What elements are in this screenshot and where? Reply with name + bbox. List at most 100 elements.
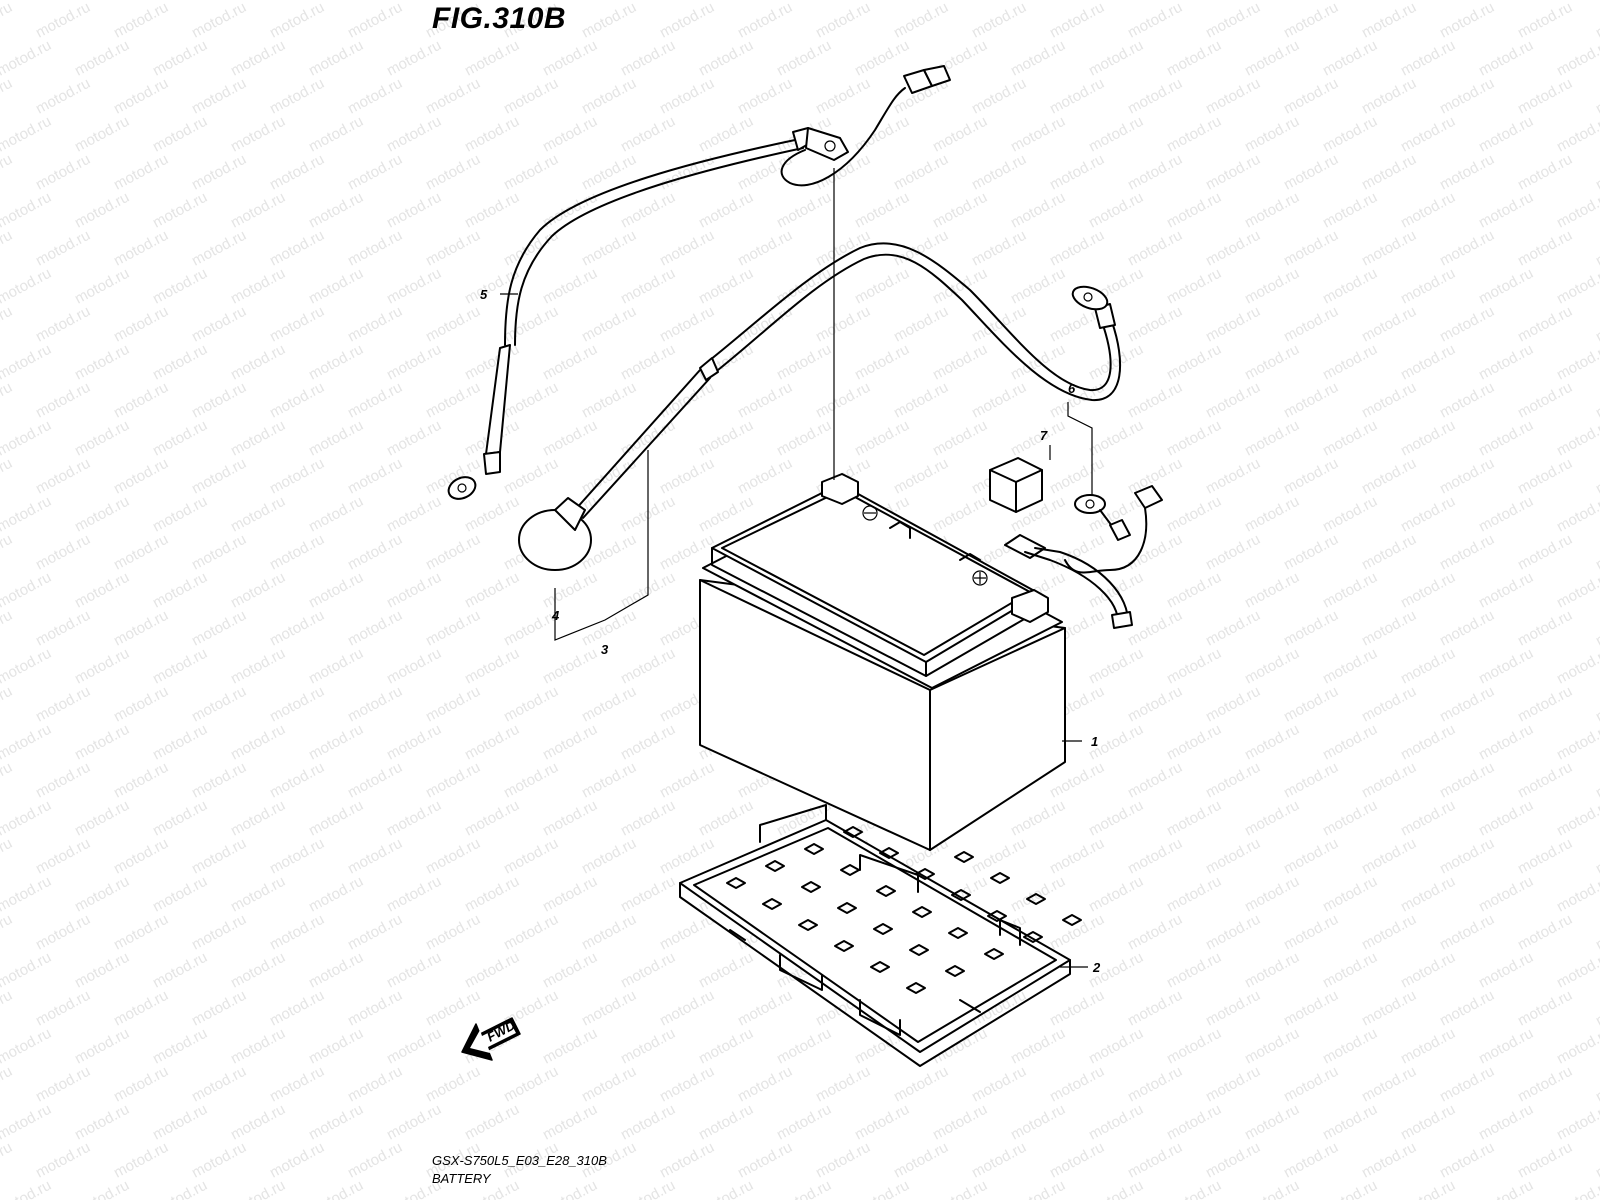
tray-slot (951, 889, 971, 901)
watermark-text: motod.ru (267, 987, 327, 1030)
watermark-text: motod.ru (267, 835, 327, 878)
watermark-text: motod.ru (1164, 493, 1224, 536)
watermark-text: motod.ru (384, 493, 444, 536)
watermark-text: motod.ru (579, 151, 639, 194)
watermark-text: motod.ru (1398, 341, 1458, 384)
watermark-text: motod.ru (1476, 265, 1536, 308)
watermark-text: motod.ru (306, 341, 366, 384)
callout-battery-tray: 2 (1092, 960, 1101, 975)
watermark-text: motod.ru (267, 911, 327, 954)
watermark-text: motod.ru (189, 303, 249, 346)
watermark-text: motod.ru (1164, 265, 1224, 308)
watermark-text: motod.ru (540, 1025, 600, 1068)
watermark-text: motod.ru (1281, 379, 1341, 422)
watermark-text: motod.ru (306, 949, 366, 992)
watermark-text: motod.ru (228, 1025, 288, 1068)
watermark-text: motod.ru (345, 227, 405, 270)
watermark-text: motod.ru (1359, 911, 1419, 954)
watermark-text: motod.ru (579, 379, 639, 422)
watermark-text: motod.ru (696, 189, 756, 232)
watermark-text: motod.ru (501, 75, 561, 118)
watermark-text: motod.ru (189, 455, 249, 498)
watermark-text: motod.ru (72, 113, 132, 156)
watermark-text: motod.ru (1554, 341, 1600, 384)
watermark-text: motod.ru (1437, 1063, 1497, 1106)
watermark-text: motod.ru (111, 987, 171, 1030)
watermark-text: motod.ru (0, 493, 54, 536)
watermark-text: motod.ru (150, 265, 210, 308)
watermark-text: motod.ru (1437, 683, 1497, 726)
tray-slot (837, 902, 857, 914)
watermark-text: motod.ru (306, 569, 366, 612)
watermark-text: motod.ru (1554, 1177, 1600, 1200)
watermark-text: motod.ru (969, 151, 1029, 194)
watermark-text: motod.ru (1203, 379, 1263, 422)
watermark-text: motod.ru (33, 911, 93, 954)
watermark-text: motod.ru (423, 531, 483, 574)
tray-slot (948, 927, 968, 939)
watermark-text: motod.ru (1242, 949, 1302, 992)
tray-slot (987, 910, 1007, 922)
watermark-text: motod.ru (1164, 1101, 1224, 1144)
watermark-text: motod.ru (306, 1101, 366, 1144)
watermark-text: motod.ru (189, 531, 249, 574)
watermark-text: motod.ru (1242, 493, 1302, 536)
watermark-text: motod.ru (1554, 1025, 1600, 1068)
watermark-text: motod.ru (501, 379, 561, 422)
watermark-text: motod.ru (1203, 759, 1263, 802)
watermark-text: motod.ru (852, 1177, 912, 1200)
watermark-text: motod.ru (1320, 341, 1380, 384)
watermark-text: motod.ru (813, 151, 873, 194)
tray-slot (984, 948, 1004, 960)
watermark-text: motod.ru (33, 531, 93, 574)
watermark-text: motod.ru (852, 417, 912, 460)
watermark-text: motod.ru (1554, 113, 1600, 156)
watermark-text: motod.ru (696, 37, 756, 80)
watermark-text: motod.ru (0, 417, 54, 460)
watermark-text: motod.ru (1554, 721, 1600, 764)
watermark-text: motod.ru (150, 113, 210, 156)
watermark-text: motod.ru (306, 493, 366, 536)
watermark-text: motod.ru (1476, 189, 1536, 232)
watermark-text: motod.ru (0, 189, 54, 232)
watermark-text: motod.ru (501, 759, 561, 802)
assembly-name: BATTERY (432, 1171, 491, 1186)
watermark-text: motod.ru (1203, 911, 1263, 954)
watermark-text: motod.ru (423, 607, 483, 650)
watermark-text: motod.ru (891, 1063, 951, 1106)
watermark-text: motod.ru (1281, 911, 1341, 954)
watermark-text: motod.ru (189, 151, 249, 194)
watermark-text: motod.ru (1047, 0, 1107, 42)
watermark-text: motod.ru (1476, 797, 1536, 840)
watermark-text: motod.ru (657, 455, 717, 498)
watermark-text: motod.ru (1398, 1025, 1458, 1068)
watermark-text: motod.ru (813, 75, 873, 118)
watermark-text: motod.ru (618, 1101, 678, 1144)
watermark-text: motod.ru (423, 303, 483, 346)
watermark-text: motod.ru (1320, 1177, 1380, 1200)
watermark-text: motod.ru (189, 835, 249, 878)
watermark-text: motod.ru (72, 265, 132, 308)
watermark-text: motod.ru (579, 683, 639, 726)
watermark-text: motod.ru (696, 949, 756, 992)
watermark-text: motod.ru (501, 835, 561, 878)
watermark-text: motod.ru (969, 1139, 1029, 1182)
watermark-text: motod.ru (267, 759, 327, 802)
watermark-text: motod.ru (1125, 303, 1185, 346)
watermark-text: motod.ru (0, 721, 54, 764)
watermark-text: motod.ru (189, 911, 249, 954)
positive-cable (518, 242, 1122, 571)
watermark-text: motod.ru (111, 607, 171, 650)
watermark-text: motod.ru (111, 1139, 171, 1182)
watermark-text: motod.ru (111, 151, 171, 194)
watermark-text: motod.ru (228, 949, 288, 992)
watermark-text: motod.ru (1359, 987, 1419, 1030)
watermark-text: motod.ru (1437, 759, 1497, 802)
watermark-text: motod.ru (72, 37, 132, 80)
watermark-text: motod.ru (540, 873, 600, 916)
watermark-text: motod.ru (1164, 873, 1224, 916)
watermark-text: motod.ru (1203, 1063, 1263, 1106)
watermark-text: motod.ru (1515, 607, 1575, 650)
watermark-text: motod.ru (696, 417, 756, 460)
watermark-text: motod.ru (1359, 531, 1419, 574)
